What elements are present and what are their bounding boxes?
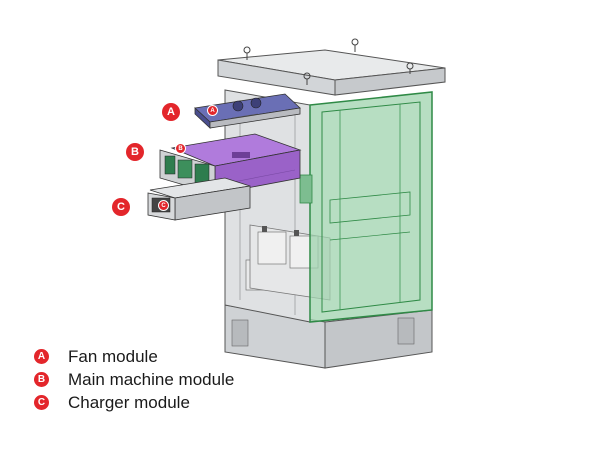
fan-module-marker: A xyxy=(207,105,218,116)
legend-badge-b: B xyxy=(34,372,49,387)
charger-module xyxy=(147,177,251,221)
legend-label-fan-module: Fan module xyxy=(68,346,158,366)
callout-c-badge: C xyxy=(112,198,130,216)
callout-a-badge: A xyxy=(162,103,180,121)
legend-label-main-machine-module: Main machine module xyxy=(68,369,235,389)
main-module-marker: B xyxy=(175,143,186,154)
cabinet-green-door xyxy=(299,91,433,323)
legend-badge-a: A xyxy=(34,349,49,364)
legend: A Fan module B Main machine module C Cha… xyxy=(34,345,234,414)
charger-module-marker: C xyxy=(158,200,169,211)
cabinet-roof xyxy=(217,38,446,96)
fan-module xyxy=(194,93,301,129)
legend-item-main-machine-module: B Main machine module xyxy=(34,368,234,391)
legend-item-charger-module: C Charger module xyxy=(34,391,234,414)
cabinet-base xyxy=(224,304,433,369)
legend-label-charger-module: Charger module xyxy=(68,392,190,412)
callout-b-badge: B xyxy=(126,143,144,161)
legend-badge-c: C xyxy=(34,395,49,410)
legend-item-fan-module: A Fan module xyxy=(34,345,234,368)
